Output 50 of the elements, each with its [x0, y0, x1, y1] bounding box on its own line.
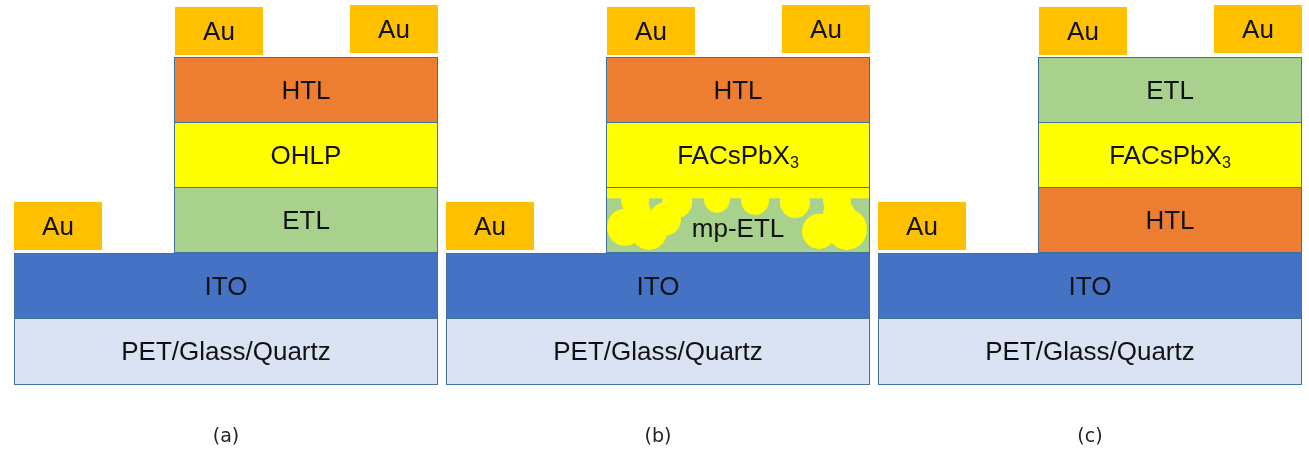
layer-label: HTL: [713, 75, 763, 105]
layer-block: [174, 57, 438, 123]
layer-label: ETL: [282, 205, 330, 235]
electrode-label: Au: [1242, 14, 1274, 44]
electrode-layer-block: [14, 253, 438, 319]
electrode-pad: [782, 5, 870, 53]
electrode-layer-block: [878, 253, 1302, 319]
layer-block: [1038, 122, 1302, 188]
electrode-pad: [1039, 7, 1127, 55]
layer-label: FACsPbX$_{3}$: [677, 140, 799, 170]
electrode-label: Au: [378, 14, 410, 44]
panel-label: (b): [644, 424, 672, 446]
layer-block: [1038, 57, 1302, 123]
electrode-pad: [446, 202, 534, 250]
electrode-pad: [350, 5, 438, 53]
substrate-block: [14, 318, 438, 385]
layer-label: PET/Glass/Quartz: [121, 337, 331, 366]
layer-label: ETL: [1146, 75, 1194, 105]
layer-label: ITO: [636, 271, 680, 301]
electrode-label: Au: [474, 211, 506, 241]
panel-label: (a): [212, 424, 240, 446]
layer-label: HTL: [1145, 205, 1195, 235]
electrode-label: Au: [906, 211, 938, 241]
electrode-label: Au: [1067, 16, 1099, 46]
layer-label: PET/Glass/Quartz: [985, 337, 1195, 366]
layer-block: [174, 187, 438, 253]
electrode-label: Au: [42, 211, 74, 241]
substrate-block: [878, 318, 1302, 385]
substrate-block: [446, 318, 870, 385]
electrode-pad: [175, 7, 263, 55]
panel-label: (c): [1077, 424, 1103, 446]
electrode-pad: [1214, 5, 1302, 53]
electrode-layer-block: [446, 253, 870, 319]
layer-block: [174, 122, 438, 188]
electrode-pad: [878, 202, 966, 250]
layer-block: [606, 57, 870, 123]
layer-label: FACsPbX$_{3}$: [1109, 140, 1231, 170]
electrode-label: Au: [203, 16, 235, 46]
electrode-label: Au: [810, 14, 842, 44]
electrode-pad: [14, 202, 102, 250]
electrode-pad: [607, 7, 695, 55]
electrode-label: Au: [635, 16, 667, 46]
layer-label: ITO: [204, 271, 248, 301]
layer-label: OHLP: [270, 140, 342, 170]
layer-block: [606, 122, 870, 188]
layer-label: ITO: [1068, 271, 1112, 301]
layer-label: HTL: [281, 75, 331, 105]
layer-label: PET/Glass/Quartz: [553, 337, 763, 366]
layer-label: mp-ETL: [691, 214, 785, 243]
layer-block: [1038, 187, 1302, 253]
